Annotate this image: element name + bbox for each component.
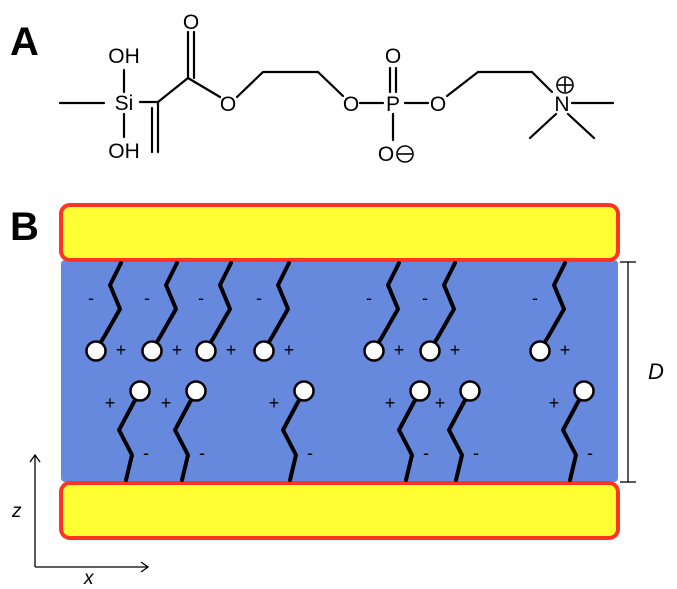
minus-charge-label: -: [88, 288, 94, 308]
atom-o-carbonyl: O: [183, 11, 199, 34]
molecule-structure: OH Si OH O O O P O O O N: [58, 11, 615, 166]
minus-charge-icon: [396, 145, 414, 163]
plus-charge-label: +: [269, 393, 280, 413]
bottom-plate: [59, 481, 620, 540]
zwitterion-top: +-: [419, 261, 461, 362]
atom-o-ester: O: [220, 93, 236, 116]
zwitterion-top: +-: [85, 261, 127, 362]
plus-charge-label: +: [284, 340, 295, 360]
plus-charge-label: +: [394, 340, 405, 360]
atom-si: Si: [115, 92, 134, 115]
minus-charge-label: -: [366, 288, 372, 308]
zwitterion-chain: [262, 261, 291, 352]
zwitterion-head: [529, 340, 551, 362]
zwitterion-bottom: +-: [269, 380, 315, 482]
minus-charge-label: -: [423, 443, 429, 463]
zwitterion-head: [85, 340, 107, 362]
separation-label: D: [648, 359, 664, 384]
atom-p: P: [386, 93, 400, 116]
zwitterion-chain: [372, 261, 401, 352]
top-plate: [59, 203, 620, 262]
plus-charge-label: +: [226, 340, 237, 360]
coordinate-axes: [29, 453, 150, 573]
minus-charge-label: -: [532, 288, 538, 308]
molecule-bonds: [58, 30, 615, 154]
zwitterion-chain: [204, 261, 233, 352]
plus-charge-label: +: [435, 393, 446, 413]
zwitterion-head: [573, 380, 595, 402]
minus-charge-label: -: [256, 288, 262, 308]
minus-charge-label: -: [473, 443, 479, 463]
zwitterion-bottom: +-: [105, 380, 151, 482]
zwitterion-chain: [428, 261, 457, 352]
zwitterion-bottom: +-: [435, 380, 481, 482]
zwitterion-top: +-: [253, 261, 295, 362]
minus-charge-label: -: [198, 288, 204, 308]
atom-oh-top: OH: [108, 45, 140, 68]
plus-charge-label: +: [385, 393, 396, 413]
panel-a: A: [10, 11, 615, 166]
separation-bracket: [620, 261, 636, 483]
axis-x-label: x: [83, 568, 95, 589]
panel-a-label: A: [10, 20, 39, 64]
plus-charge-label: +: [450, 340, 461, 360]
zwitterion-top: +-: [195, 261, 237, 362]
minus-charge-label: -: [307, 443, 313, 463]
atom-o-minus: O: [378, 143, 394, 166]
panel-b: B +-+-+-+-+-+-+- +-+-+-+-+-+- D z x: [10, 203, 664, 589]
plus-charge-label: +: [116, 340, 127, 360]
minus-charge-label: -: [587, 443, 593, 463]
zwitterion-head: [459, 380, 481, 402]
zwitterion-chain: [150, 261, 179, 352]
zwitterion-top: +-: [141, 261, 183, 362]
zwitterion-head: [195, 340, 217, 362]
zwitterion-head: [185, 380, 207, 402]
axis-z-label: z: [11, 501, 22, 522]
atom-n: N: [554, 93, 569, 116]
zwitterion-head: [253, 340, 275, 362]
zwitterion-head: [409, 380, 431, 402]
plus-charge-label: +: [549, 393, 560, 413]
minus-charge-label: -: [199, 443, 205, 463]
zwitterion-chain: [94, 261, 123, 352]
zwitterions-bottom-layer: +-+-+-+-+-+-: [105, 380, 595, 482]
zwitterion-head: [419, 340, 441, 362]
atom-o-choline: O: [430, 93, 446, 116]
plus-charge-label: +: [560, 340, 571, 360]
zwitterion-bottom: +-: [549, 380, 595, 482]
plus-charge-icon: [556, 76, 574, 94]
atom-o-link: O: [343, 93, 359, 116]
plus-charge-label: +: [105, 393, 116, 413]
zwitterion-head: [293, 380, 315, 402]
medium-region: [61, 260, 618, 482]
zwitterion-chain: [538, 261, 567, 352]
atom-o-double: O: [385, 45, 401, 68]
minus-charge-label: -: [144, 288, 150, 308]
atom-oh-bottom: OH: [108, 140, 140, 163]
zwitterion-bottom: +-: [161, 380, 207, 482]
panel-b-label: B: [10, 205, 39, 249]
plus-charge-label: +: [172, 340, 183, 360]
zwitterion-top: +-: [529, 261, 571, 362]
zwitterion-head: [363, 340, 385, 362]
minus-charge-label: -: [422, 288, 428, 308]
zwitterion-head: [141, 340, 163, 362]
zwitterion-bottom: +-: [385, 380, 431, 482]
minus-charge-label: -: [143, 443, 149, 463]
zwitterion-top: +-: [363, 261, 405, 362]
zwitterion-head: [129, 380, 151, 402]
zwitterions-top-layer: +-+-+-+-+-+-+-: [85, 261, 571, 362]
plus-charge-label: +: [161, 393, 172, 413]
